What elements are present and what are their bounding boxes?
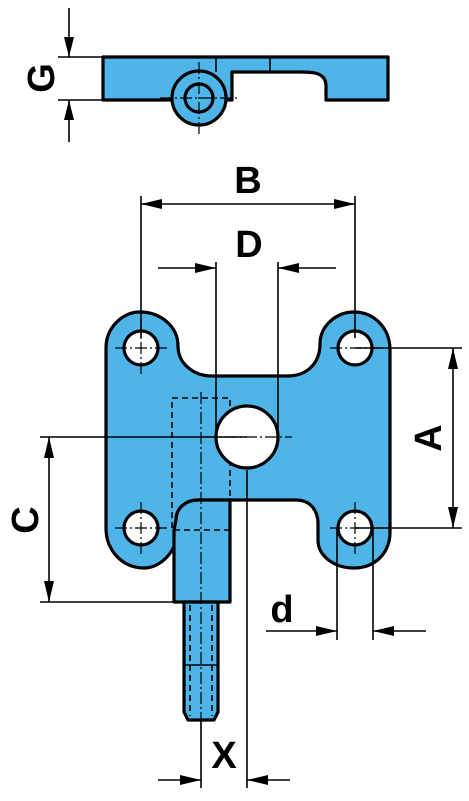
arrowhead xyxy=(448,348,458,369)
side-view-plate xyxy=(101,55,390,102)
dimension-b: B xyxy=(140,160,356,338)
arrowhead xyxy=(64,100,74,120)
label-a: A xyxy=(408,424,450,451)
arrowhead xyxy=(64,37,74,57)
arrowhead xyxy=(247,775,268,785)
arrowhead xyxy=(180,775,201,785)
label-d-large: D xyxy=(235,224,262,266)
arrowhead xyxy=(334,199,355,209)
arrowhead xyxy=(141,199,162,209)
dimension-a: A xyxy=(355,347,462,529)
label-g: G xyxy=(21,63,63,93)
label-x: X xyxy=(211,735,237,777)
front-view xyxy=(104,310,392,728)
side-view xyxy=(101,55,390,134)
label-b: B xyxy=(234,160,261,202)
arrowhead xyxy=(373,626,394,636)
arrowhead xyxy=(195,263,216,273)
dimension-d-large: D xyxy=(158,224,336,437)
pin-shaft xyxy=(172,498,232,604)
arrowhead xyxy=(316,626,337,636)
dimension-c: C xyxy=(5,436,247,603)
label-d-small: d xyxy=(270,589,293,631)
dimension-d-small: d xyxy=(266,528,426,640)
arrowhead xyxy=(448,507,458,528)
arrowhead xyxy=(44,437,54,458)
dimension-g: G xyxy=(21,8,103,142)
arrowhead xyxy=(278,263,299,273)
label-c: C xyxy=(5,506,47,533)
dimension-x: X xyxy=(158,470,290,788)
arrowhead xyxy=(44,581,54,602)
